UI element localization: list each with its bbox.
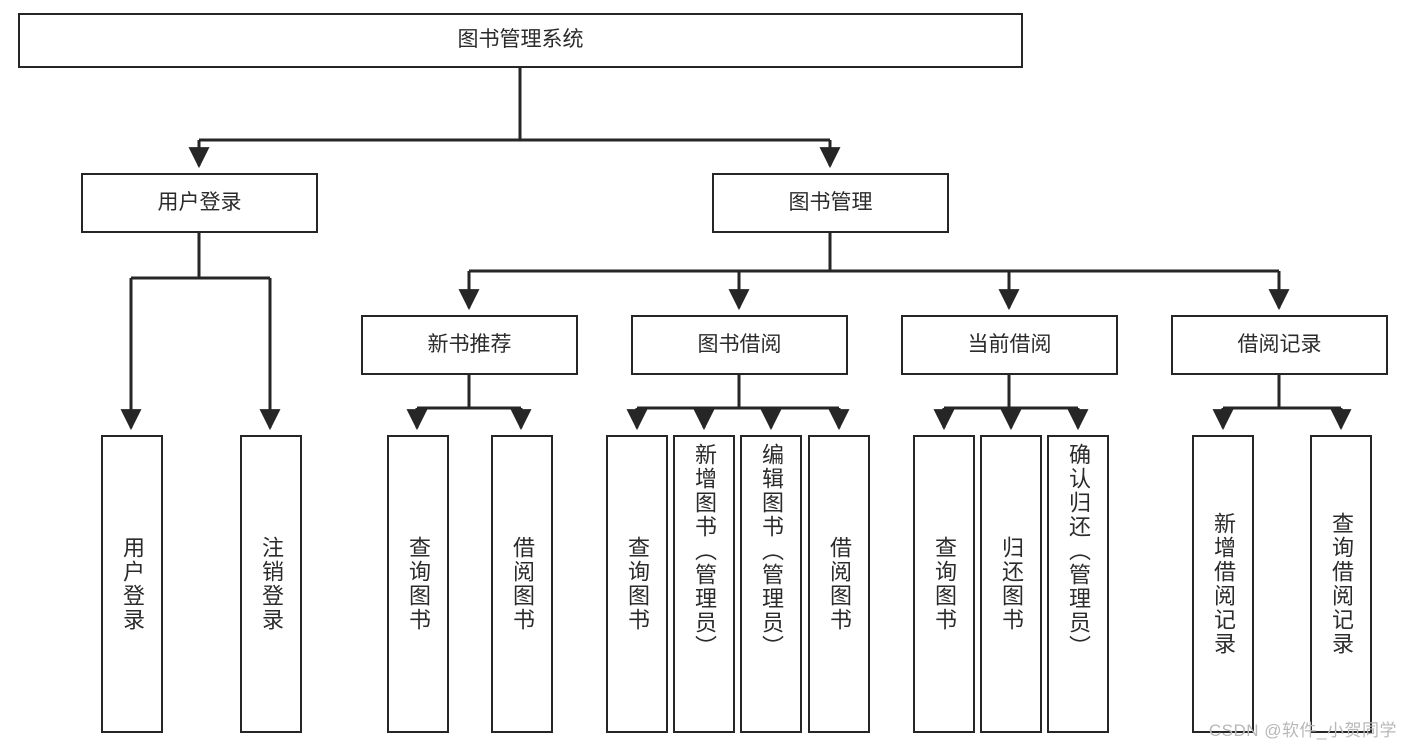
node-new-book-recommend-label: 新书推荐 bbox=[427, 332, 512, 356]
node-leaf-query-book-2[interactable]: 查询图书 bbox=[606, 435, 668, 733]
node-leaf-user-login[interactable]: 用户登录 bbox=[101, 435, 163, 733]
node-borrow-record-label: 借阅记录 bbox=[1237, 332, 1322, 356]
node-new-book-recommend[interactable]: 新书推荐 bbox=[361, 315, 578, 375]
node-leaf-add-book[interactable]: 新增图书（管理员） bbox=[673, 435, 735, 733]
node-leaf-query-book-2-label: 查询图书 bbox=[625, 536, 650, 632]
node-leaf-query-book-3-label: 查询图书 bbox=[932, 536, 957, 632]
node-leaf-user-logout-label: 注销登录 bbox=[259, 536, 284, 632]
node-leaf-borrow-book-2[interactable]: 借阅图书 bbox=[808, 435, 870, 733]
node-current-borrow-label: 当前借阅 bbox=[967, 332, 1052, 356]
node-leaf-confirm-return[interactable]: 确认归还（管理员） bbox=[1047, 435, 1109, 733]
node-leaf-return-book[interactable]: 归还图书 bbox=[980, 435, 1042, 733]
node-leaf-borrow-book-1[interactable]: 借阅图书 bbox=[491, 435, 553, 733]
node-book-borrow-label: 图书借阅 bbox=[697, 332, 782, 356]
node-leaf-query-record-label: 查询借阅记录 bbox=[1329, 512, 1354, 656]
node-leaf-confirm-return-label: 确认归还（管理员） bbox=[1066, 443, 1091, 659]
node-leaf-add-record-label: 新增借阅记录 bbox=[1211, 512, 1236, 656]
node-leaf-add-record[interactable]: 新增借阅记录 bbox=[1192, 435, 1254, 733]
node-leaf-user-login-label: 用户登录 bbox=[120, 536, 145, 632]
node-borrow-record[interactable]: 借阅记录 bbox=[1171, 315, 1388, 375]
node-user-login[interactable]: 用户登录 bbox=[81, 173, 318, 233]
node-leaf-user-logout[interactable]: 注销登录 bbox=[240, 435, 302, 733]
node-book-borrow[interactable]: 图书借阅 bbox=[631, 315, 848, 375]
node-root-label: 图书管理系统 bbox=[457, 28, 584, 52]
node-leaf-add-book-label: 新增图书（管理员） bbox=[692, 443, 717, 659]
node-leaf-query-book-3[interactable]: 查询图书 bbox=[913, 435, 975, 733]
node-leaf-edit-book[interactable]: 编辑图书（管理员） bbox=[740, 435, 802, 733]
node-book-manage-label: 图书管理 bbox=[788, 190, 873, 214]
node-current-borrow[interactable]: 当前借阅 bbox=[901, 315, 1118, 375]
node-leaf-borrow-book-1-label: 借阅图书 bbox=[510, 536, 535, 632]
node-user-login-label: 用户登录 bbox=[157, 190, 242, 214]
node-leaf-return-book-label: 归还图书 bbox=[999, 536, 1024, 632]
watermark: CSDN @软件_小贺同学 bbox=[1208, 721, 1397, 740]
node-leaf-borrow-book-2-label: 借阅图书 bbox=[827, 536, 852, 632]
node-book-manage[interactable]: 图书管理 bbox=[712, 173, 949, 233]
node-leaf-query-record[interactable]: 查询借阅记录 bbox=[1310, 435, 1372, 733]
node-leaf-query-book-1-label: 查询图书 bbox=[406, 536, 431, 632]
node-root[interactable]: 图书管理系统 bbox=[18, 13, 1023, 68]
node-leaf-query-book-1[interactable]: 查询图书 bbox=[387, 435, 449, 733]
node-leaf-edit-book-label: 编辑图书（管理员） bbox=[759, 443, 784, 659]
